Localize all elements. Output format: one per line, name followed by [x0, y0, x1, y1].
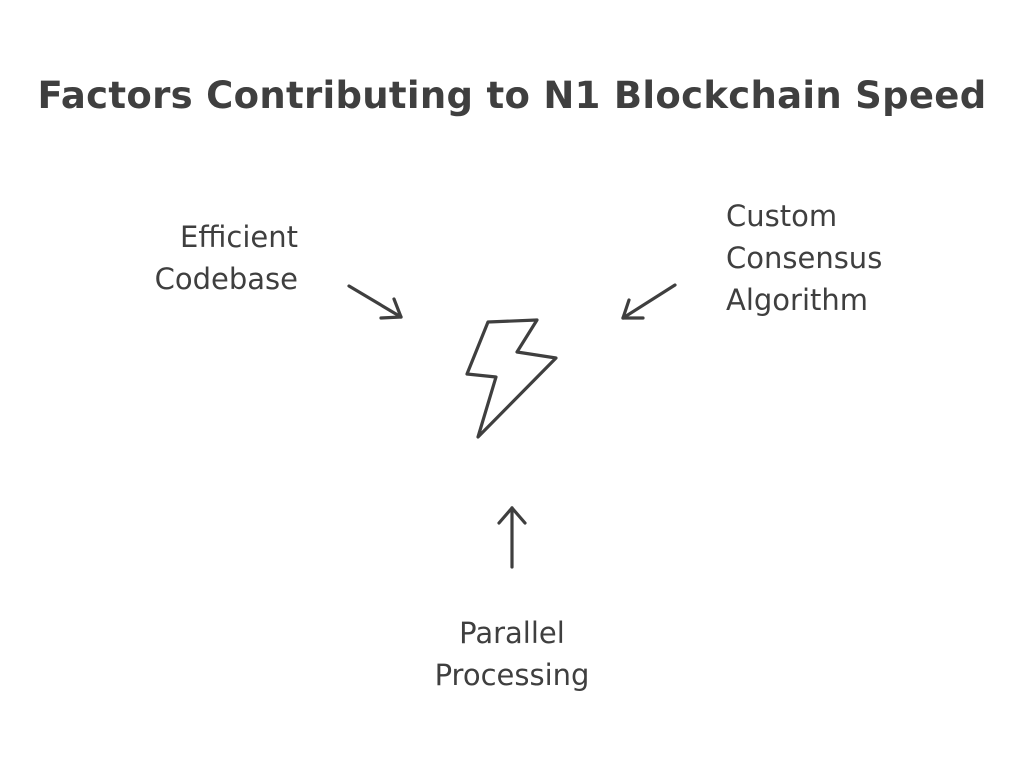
factor-label-line: Processing: [434, 658, 590, 692]
factor-label-line: Custom: [726, 199, 838, 233]
arrow-from-parallel-processing: [497, 506, 527, 569]
factor-custom-consensus-algorithm: Custom Consensus Algorithm: [726, 195, 882, 321]
factor-label-line: Parallel: [459, 616, 565, 650]
factor-efficient-codebase: Efficient Codebase: [155, 216, 298, 300]
arrow-from-efficient-codebase: [347, 284, 403, 320]
factor-label-line: Algorithm: [726, 283, 869, 317]
arrow-from-custom-consensus: [621, 283, 677, 320]
factor-label-line: Efficient: [180, 220, 298, 254]
factor-label-line: Codebase: [154, 262, 298, 296]
factor-label-line: Consensus: [726, 241, 883, 275]
lightning-bolt-icon: [465, 318, 558, 439]
diagram-title: Factors Contributing to N1 Blockchain Sp…: [37, 74, 987, 117]
factor-parallel-processing: Parallel Processing: [412, 612, 612, 696]
